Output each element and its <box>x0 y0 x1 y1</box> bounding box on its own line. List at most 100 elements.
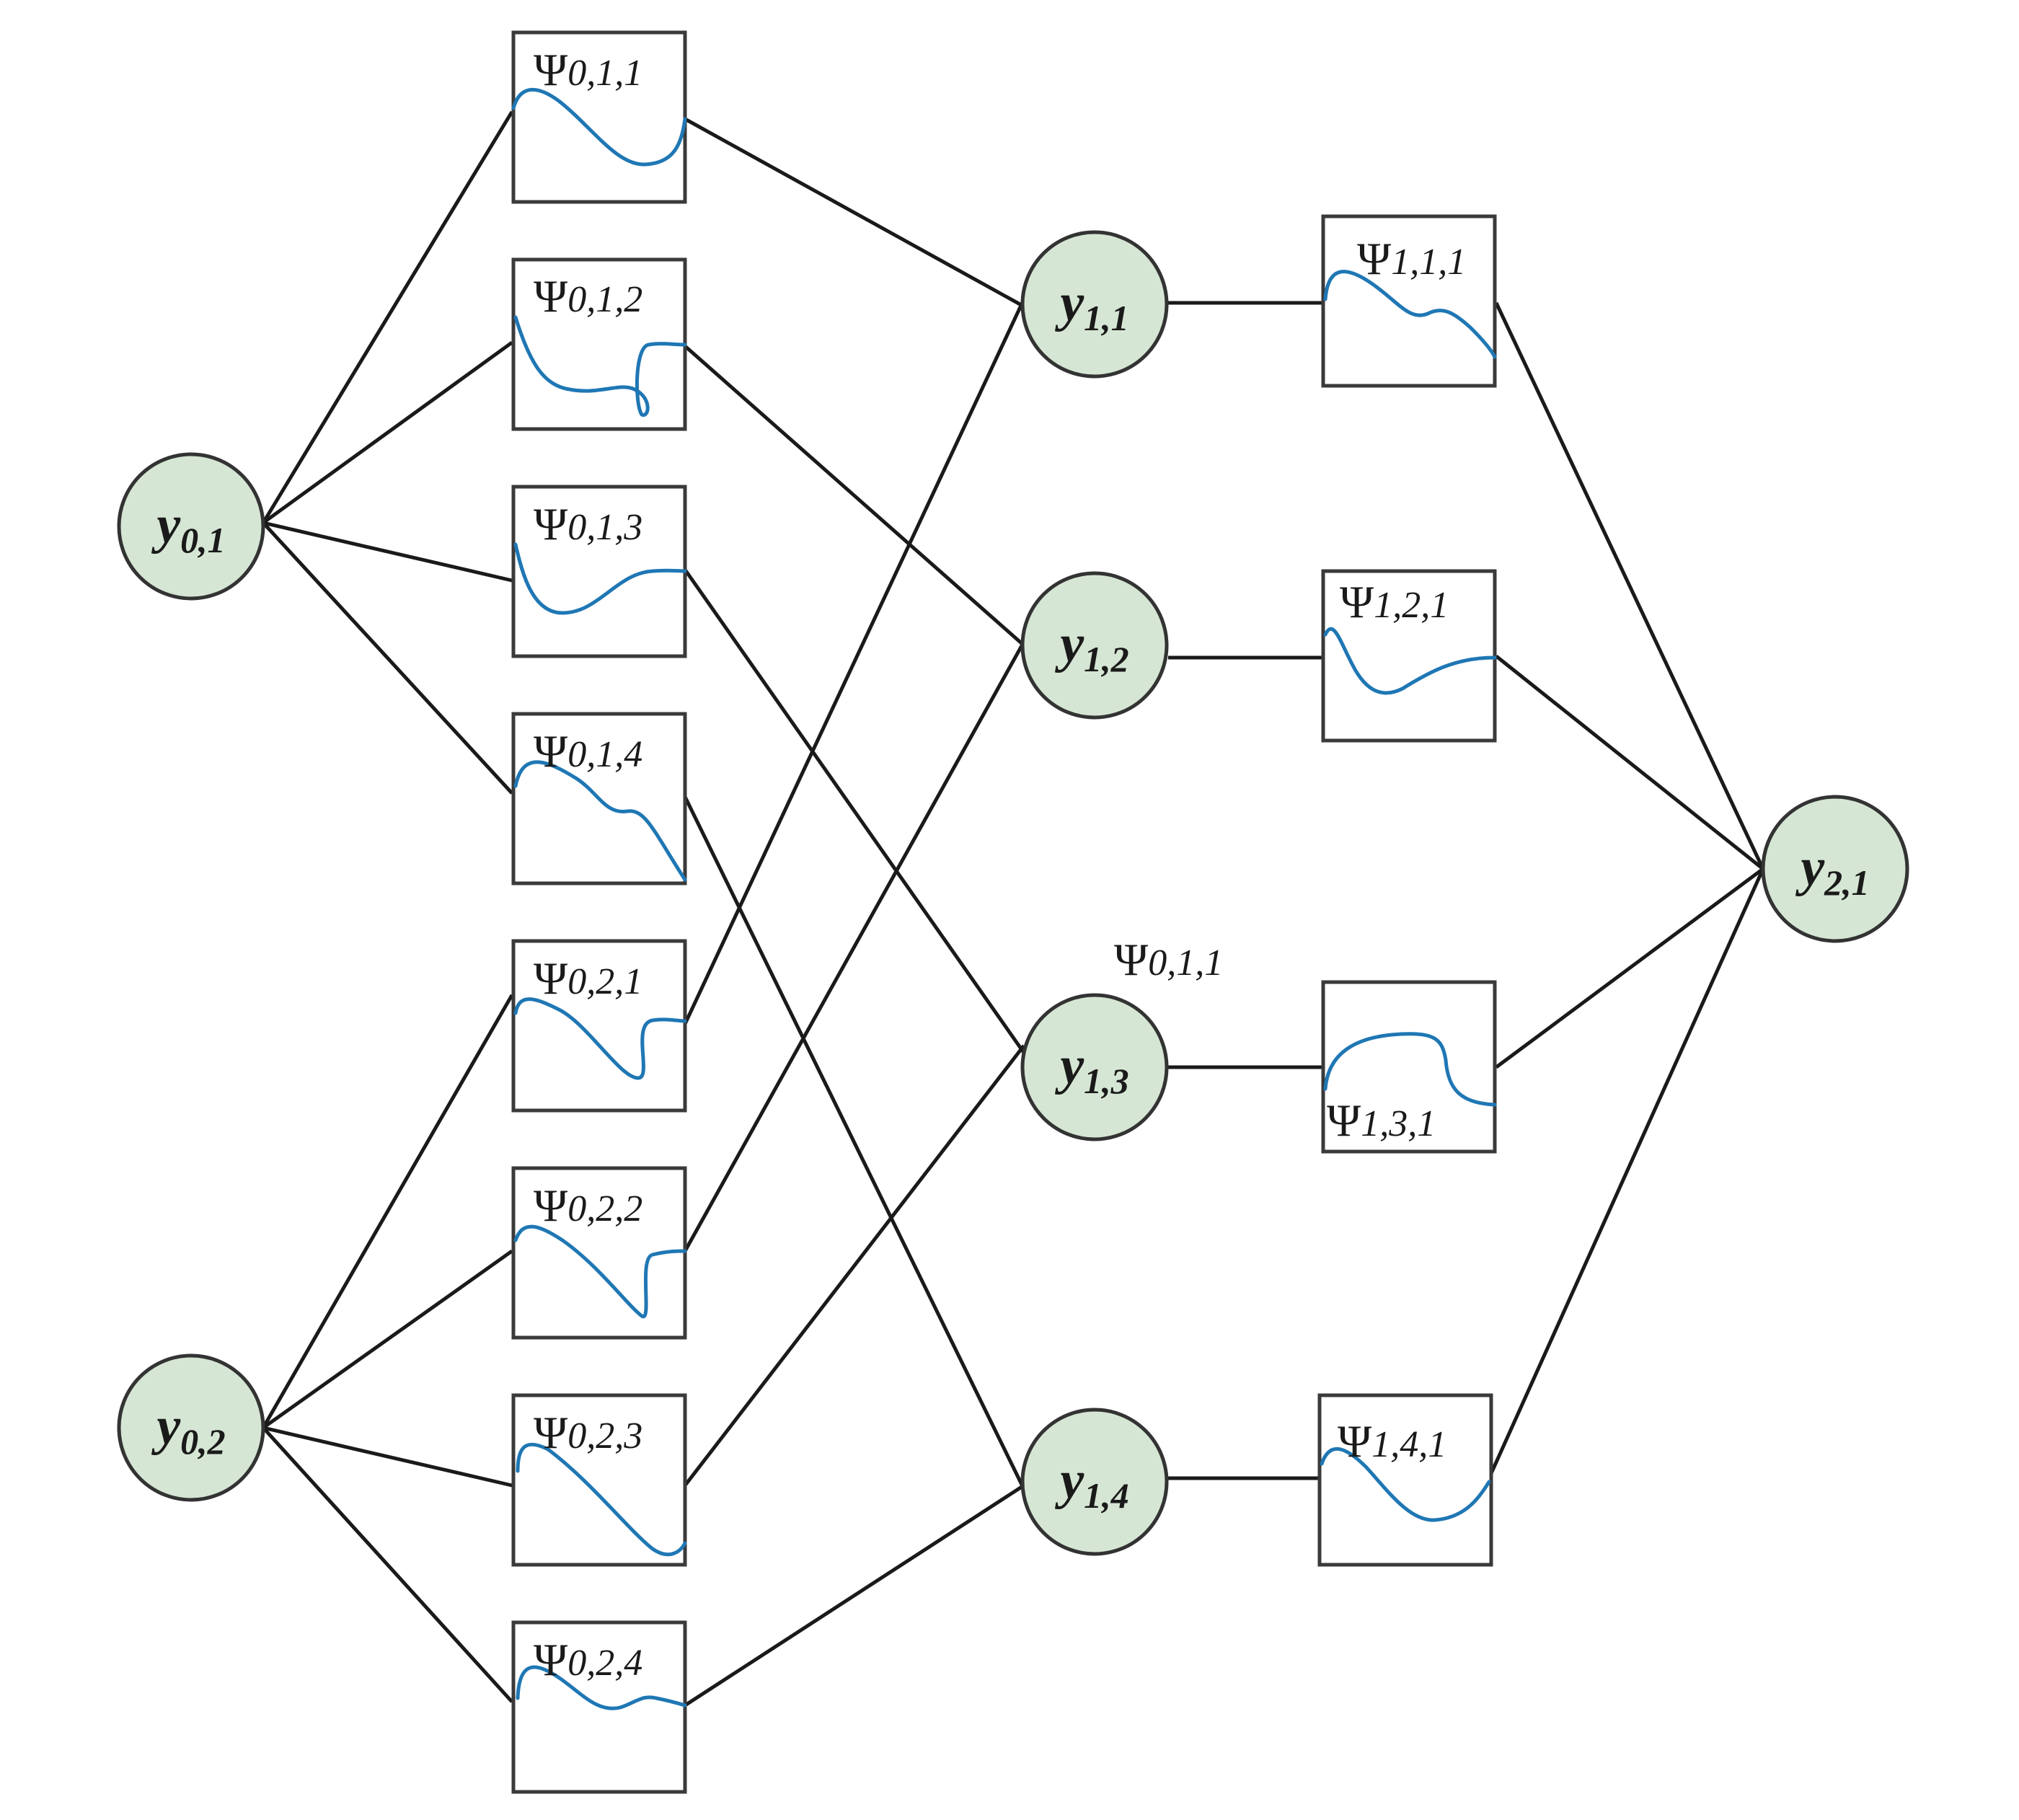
activation-psi-0-2-1: Ψ0,2,1 <box>511 939 687 1113</box>
node-subscript: 1,2 <box>1084 639 1129 679</box>
node-subscript: 1,3 <box>1084 1061 1129 1101</box>
node-circle <box>117 452 265 601</box>
psi-label: Ψ0,2,1 <box>534 953 642 1004</box>
activation-curve <box>511 87 687 167</box>
activation-psi-1-1-1: Ψ1,1,1 <box>1321 214 1497 388</box>
psi-subscript: 0,1,2 <box>567 279 642 320</box>
edge-psi011-y11 <box>684 117 1025 309</box>
edge-y02-psi024 <box>262 1426 513 1703</box>
psi-symbol: Ψ <box>1338 1415 1372 1467</box>
psi-label: Ψ0,1,3 <box>534 498 642 549</box>
edge-psi111-y21 <box>1494 301 1765 870</box>
activation-curve <box>513 542 687 615</box>
activation-psi-0-2-3: Ψ0,2,3 <box>511 1393 687 1567</box>
edge-y01-psi011 <box>261 110 514 524</box>
psi-label: Ψ1,2,1 <box>1340 576 1449 627</box>
node-circle <box>1020 993 1169 1141</box>
node-subscript: 1,1 <box>1084 298 1129 338</box>
node-subscript: 0,2 <box>180 1421 226 1462</box>
activation-psi-0-1-2: Ψ0,1,2 <box>511 257 687 431</box>
activation-box <box>1321 214 1497 388</box>
edge-psi023-y13 <box>684 1044 1025 1487</box>
activation-curve <box>516 1665 687 1710</box>
node-y-1-4: y1,4 <box>1020 1408 1169 1556</box>
edge-psi021-y11 <box>683 298 1026 1025</box>
activation-psi-1-2-1: Ψ1,2,1 <box>1321 569 1497 743</box>
node-y-1-1: y1,1 <box>1020 230 1169 379</box>
psi-subscript: 0,1,3 <box>567 507 642 548</box>
edge-y02-psi022 <box>262 1249 513 1430</box>
activation-box <box>1321 980 1497 1154</box>
edge-y01-psi014 <box>262 521 513 795</box>
psi-subscript: 0,1,1 <box>1148 942 1223 984</box>
activation-curve <box>516 1442 687 1557</box>
psi-subscript: 1,2,1 <box>1374 585 1449 626</box>
node-subscript: 0,1 <box>180 520 226 560</box>
activation-box <box>511 939 687 1113</box>
node-y-1-2: y1,2 <box>1020 571 1169 720</box>
activation-curve <box>1323 1032 1497 1107</box>
psi-symbol: Ψ <box>534 725 568 777</box>
edge-y01-psi012 <box>262 340 513 525</box>
psi-label: Ψ0,2,3 <box>534 1407 642 1458</box>
psi-label: Ψ1,4,1 <box>1338 1415 1446 1467</box>
psi-subscript: 0,2,1 <box>567 961 642 1002</box>
psi-symbol: Ψ <box>534 44 568 95</box>
activation-psi-0-1-1: Ψ0,1,1 <box>511 30 687 204</box>
activation-box <box>511 30 687 204</box>
edges <box>261 110 1765 1708</box>
psi-subscript: 0,1,1 <box>567 53 642 94</box>
psi-label: Ψ1,1,1 <box>1357 233 1466 284</box>
psi-subscript: 0,2,3 <box>567 1415 642 1457</box>
activation-psi-0-2-2: Ψ0,2,2 <box>511 1166 687 1340</box>
activation-curve <box>513 760 687 882</box>
activation-curve <box>1323 270 1497 359</box>
activation-box <box>511 1393 687 1567</box>
edge-psi141-y21 <box>1487 867 1765 1480</box>
activation-curve <box>1323 627 1497 695</box>
activation-curve <box>513 997 687 1080</box>
psi-symbol: Ψ <box>1357 233 1392 284</box>
edge-psi024-y14 <box>684 1483 1025 1708</box>
psi-symbol: Ψ <box>1340 576 1374 627</box>
psi-subscript: 0,2,2 <box>567 1188 642 1229</box>
node-y-2-1: y2,1 <box>1761 795 1909 943</box>
activation-curve <box>1320 1447 1491 1522</box>
node-circle <box>117 1353 265 1502</box>
activation-psi-0-1-3: Ψ0,1,3 <box>511 485 687 658</box>
activation-box <box>1317 1393 1493 1567</box>
edge-psi121-y21 <box>1495 655 1764 870</box>
psi-subscript: 0,2,4 <box>567 1643 642 1684</box>
psi-symbol: Ψ <box>534 498 568 549</box>
psi-subscript: 1,3,1 <box>1361 1103 1436 1144</box>
activation-psi-1-3-1: Ψ1,3,1 <box>1321 980 1497 1154</box>
edge-psi014-y14 <box>683 795 1026 1490</box>
activation-curve <box>513 1224 687 1319</box>
node-subscript: 2,1 <box>1824 862 1870 903</box>
psi-label: Ψ0,1,1 <box>534 44 642 95</box>
floating-psi-label: Ψ0,1,1 <box>1114 934 1223 985</box>
activation-psi-1-4-1: Ψ1,4,1 <box>1317 1393 1493 1567</box>
psi-label: Ψ0,1,2 <box>534 270 642 322</box>
edge-y02-psi021 <box>261 994 514 1429</box>
node-circle <box>1020 571 1169 720</box>
psi-label: Ψ0,2,4 <box>534 1634 642 1685</box>
node-circle <box>1020 230 1169 379</box>
activation-psi-0-2-4: Ψ0,2,4 <box>511 1620 687 1794</box>
node-y-0-1: y0,1 <box>117 452 265 601</box>
node-subscript: 1,4 <box>1084 1475 1129 1516</box>
edge-psi022-y12 <box>683 640 1026 1253</box>
psi-symbol: Ψ <box>534 953 568 1004</box>
edge-psi013-y13 <box>683 568 1026 1054</box>
node-y-1-3: y1,3 <box>1020 993 1169 1141</box>
psi-label: Ψ0,2,2 <box>534 1180 642 1231</box>
psi-subscript: 1,4,1 <box>1371 1424 1446 1465</box>
psi-symbol: Ψ <box>534 1634 568 1685</box>
edge-psi012-y12 <box>684 345 1025 647</box>
psi-symbol: Ψ <box>534 1407 568 1458</box>
psi-label: Ψ1,3,1 <box>1327 1095 1436 1146</box>
node-y-0-2: y0,2 <box>117 1353 265 1502</box>
psi-label: Ψ0,1,4 <box>534 725 642 777</box>
edge-psi131-y21 <box>1495 867 1764 1069</box>
